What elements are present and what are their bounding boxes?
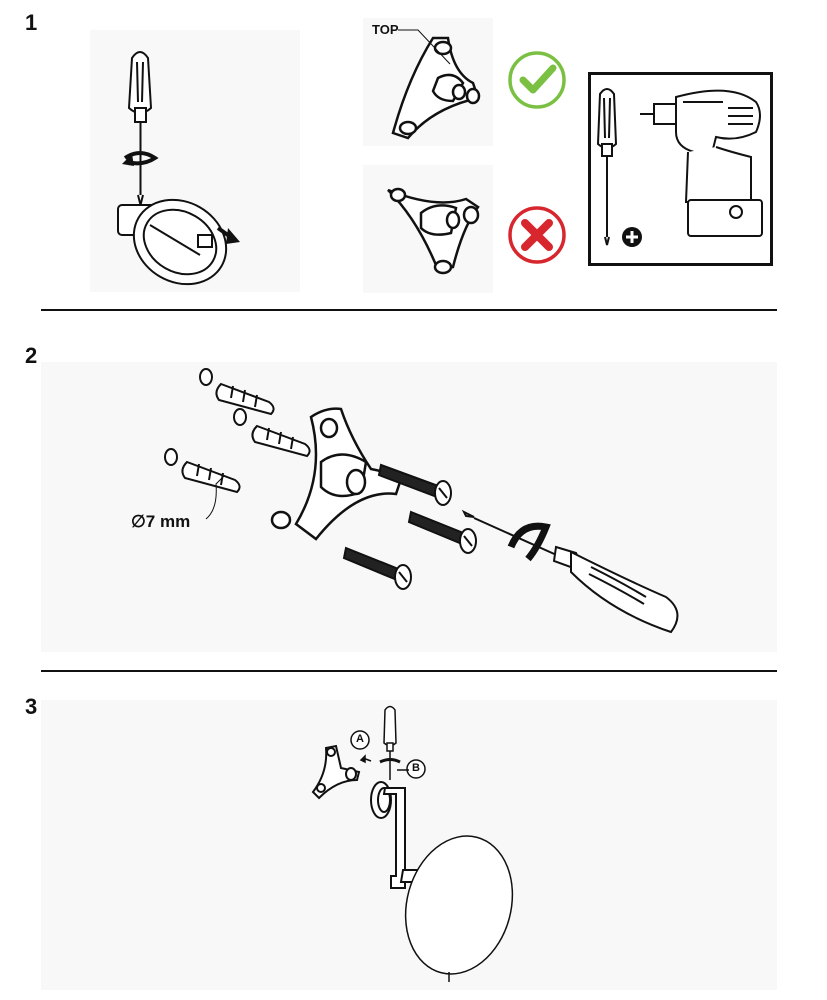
top-label-leader bbox=[398, 29, 451, 65]
bracket-icon bbox=[311, 744, 361, 800]
screwdriver-icon bbox=[383, 705, 397, 780]
rotate-arrow-icon bbox=[507, 522, 551, 562]
step-number-2: 2 bbox=[25, 343, 38, 368]
tool-screwdriver-icon bbox=[596, 88, 618, 246]
step3-panel bbox=[41, 700, 777, 990]
bracket-icon bbox=[270, 407, 403, 541]
plus-icon bbox=[622, 227, 642, 247]
step-number-3: 3 bbox=[25, 694, 38, 719]
diameter-label: ∅7 mm bbox=[131, 512, 191, 531]
rotate-arrow-icon bbox=[379, 758, 401, 764]
screwdriver-icon bbox=[461, 509, 679, 634]
step-number-1: 1 bbox=[25, 10, 38, 35]
step3-assembly-illustration bbox=[311, 705, 514, 982]
divider-1 bbox=[41, 309, 777, 311]
top-label: TOP bbox=[372, 22, 399, 37]
screw-icon bbox=[342, 463, 477, 590]
holder-disk-icon bbox=[117, 198, 228, 286]
divider-2 bbox=[41, 670, 777, 672]
step1-unscrew-illustration bbox=[117, 51, 240, 286]
bracket-wrong-illustration bbox=[387, 187, 480, 275]
cross-icon bbox=[508, 206, 566, 264]
mirror-icon bbox=[404, 835, 514, 982]
pull-arrow-icon bbox=[216, 226, 240, 244]
washer-icon bbox=[164, 368, 247, 466]
tools-illustration bbox=[596, 88, 763, 247]
screwdriver-icon bbox=[127, 51, 153, 206]
check-icon bbox=[508, 51, 566, 109]
step2-mounting-illustration bbox=[164, 368, 679, 634]
marker-b-label: B bbox=[412, 762, 420, 774]
rotate-arrow-icon bbox=[123, 151, 159, 166]
drill-icon bbox=[640, 89, 763, 237]
wall-plug-icon bbox=[181, 382, 311, 494]
marker-a-label: A bbox=[356, 733, 364, 745]
